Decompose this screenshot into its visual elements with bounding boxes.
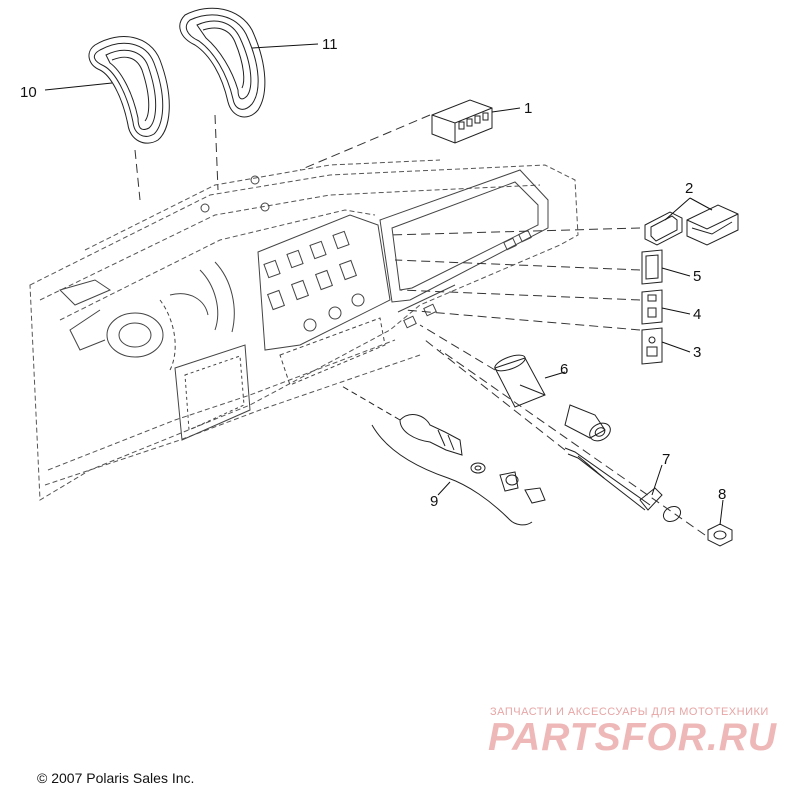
callout-6: 6 [560,361,568,378]
switch-panel [257,214,391,386]
power-outlet [494,354,611,442]
ignition-switch [339,384,546,526]
watermark-logo: PARTSFOR.RU [488,716,778,759]
callout-2: 2 [685,180,693,197]
switch-blank-plugs [644,204,739,246]
glove-box-lid [174,344,251,441]
callout-10: 10 [20,84,37,101]
callout-7: 7 [662,451,670,468]
copyright-notice: © 2007 Polaris Sales Inc. [37,770,195,786]
toggle-switch [641,327,663,365]
callout-labels: 1 2 3 4 5 6 7 8 9 10 11 [20,36,726,510]
switch-bezel [641,249,663,285]
rocker-switch [641,289,663,325]
choke-cable [564,447,682,523]
callout-leaders [44,43,724,526]
connector-block [431,99,493,144]
dash-cubby [200,169,549,329]
grab-handle-right [179,7,266,118]
hex-nut [707,523,733,547]
instrument-cluster [59,261,235,371]
callout-5: 5 [693,268,701,285]
callout-8: 8 [718,486,726,503]
watermark-tagline: ЗАПЧАСТИ И АКСЕССУАРЫ ДЛЯ МОТОТЕХНИКИ [490,706,769,718]
callout-11: 11 [322,36,338,53]
grab-handle-left [88,36,170,144]
callout-3: 3 [693,344,701,361]
dashboard-panel [29,159,579,501]
exploded-leaders [134,114,706,536]
callout-9: 9 [430,493,438,510]
callout-4: 4 [693,306,701,323]
callout-1: 1 [524,100,532,117]
